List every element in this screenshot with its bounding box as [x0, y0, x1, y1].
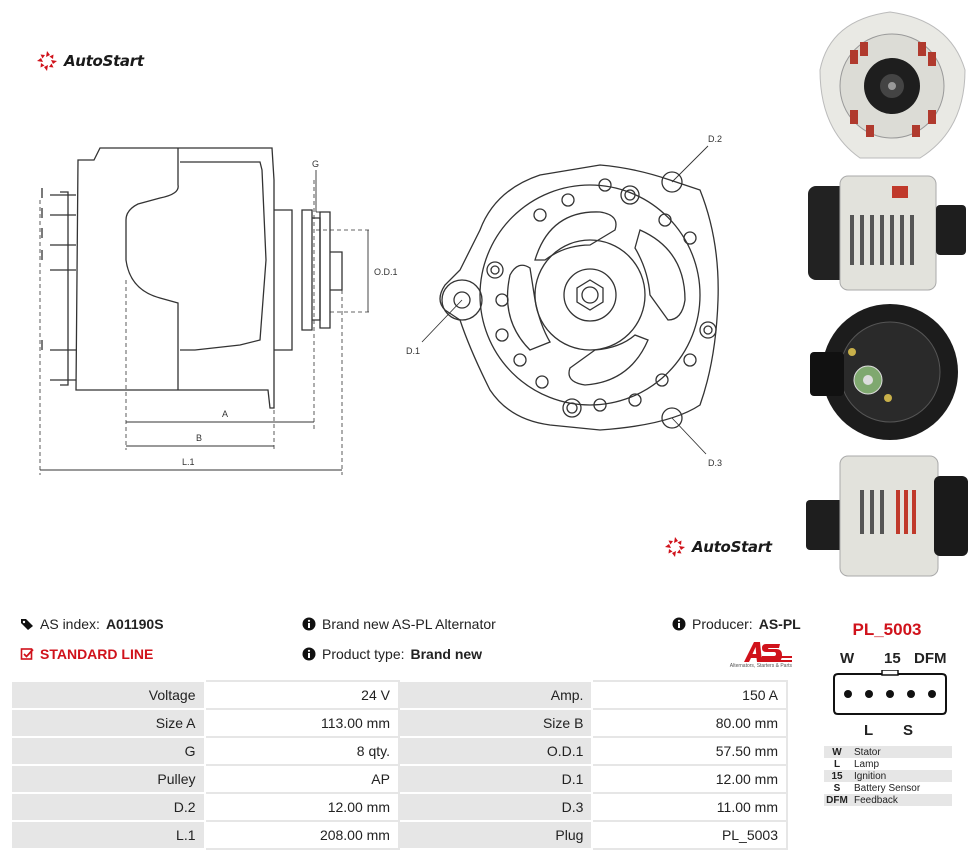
product-type: Product type: Brand new [302, 646, 482, 662]
spec-key: Pulley [10, 764, 206, 794]
table-row: Size A 113.00 mm Size B 80.00 mm [10, 708, 788, 738]
spec-key: Amp. [397, 680, 594, 710]
as-pl-logo: Alternators, Starters & Parts [716, 640, 792, 672]
front-view-drawing: D.2 D.1 D.3 [406, 134, 722, 468]
label-d1: D.1 [406, 346, 420, 356]
spec-value: 150 A [591, 680, 788, 710]
spec-value: AP [203, 764, 400, 794]
as-pl-logo-icon [744, 642, 792, 662]
spec-value: 24 V [203, 680, 400, 710]
spec-value: 8 qty. [203, 736, 400, 766]
standard-line: STANDARD LINE [20, 646, 153, 662]
info-icon [672, 617, 686, 631]
tag-icon [21, 619, 33, 630]
label-d2: D.2 [708, 134, 722, 144]
pin-dfm-label: DFM [914, 650, 947, 667]
photo-side [808, 175, 966, 291]
label-a: A [222, 409, 228, 419]
spec-key: O.D.1 [397, 736, 594, 766]
spec-key: Size B [397, 708, 594, 738]
spec-value: PL_5003 [591, 820, 788, 850]
spec-key: L.1 [10, 820, 206, 850]
brand-new-text: Brand new AS-PL Alternator [322, 616, 496, 632]
table-row: D.2 12.00 mm D.3 11.00 mm [10, 792, 788, 822]
table-row: Pulley AP D.1 12.00 mm [10, 764, 788, 794]
pin-15-label: 15 [884, 650, 901, 667]
producer: Producer: AS-PL [672, 616, 801, 632]
producer-label: Producer: [692, 616, 753, 632]
spec-value: 12.00 mm [203, 792, 400, 822]
photo-front [819, 11, 966, 159]
spec-key: D.1 [397, 764, 594, 794]
producer-value: AS-PL [758, 616, 801, 632]
spec-table: Voltage 24 V Amp. 150 A Size A 113.00 mm… [10, 680, 788, 850]
pin-w-label: W [840, 650, 855, 667]
spec-value: 57.50 mm [591, 736, 788, 766]
pin-l-label: L [864, 722, 874, 739]
spec-value: 11.00 mm [591, 792, 788, 822]
photo-rear [810, 304, 958, 440]
product-type-value: Brand new [410, 646, 483, 662]
spec-key: D.2 [10, 792, 206, 822]
standard-line-label: STANDARD LINE [40, 646, 154, 662]
label-b: B [196, 433, 202, 443]
spec-key: Plug [397, 820, 594, 850]
spec-key: Voltage [10, 680, 206, 710]
spec-key: D.3 [397, 792, 594, 822]
as-index-value: A01190S [105, 616, 164, 632]
autostart-logo-icon [665, 537, 685, 557]
plug-connector-diagram [833, 670, 947, 715]
brand-name: AutoStart [64, 52, 144, 70]
brand-new-info: Brand new AS-PL Alternator [302, 616, 496, 632]
table-row: Voltage 24 V Amp. 150 A [10, 680, 788, 710]
plug-code: PL_5003 [852, 620, 922, 639]
spec-value: 12.00 mm [591, 764, 788, 794]
as-pl-tagline: Alternators, Starters & Parts [729, 663, 792, 669]
brand-logo-bottom: AutoStart [664, 536, 772, 558]
info-icon [302, 617, 316, 631]
product-photos [806, 11, 968, 577]
as-index: AS index: A01190S [20, 616, 164, 632]
brand-name: AutoStart [692, 538, 772, 556]
spec-key: Size A [10, 708, 206, 738]
brand-logo-top: AutoStart [36, 50, 144, 72]
product-type-label: Product type: [322, 646, 405, 662]
label-od1: O.D.1 [374, 267, 398, 277]
label-g: G [312, 159, 319, 169]
spec-key: G [10, 736, 206, 766]
info-icon [302, 647, 316, 661]
as-index-label: AS index: [40, 616, 100, 632]
side-view-drawing: G O.D.1 A B L.1 [39, 147, 398, 475]
table-row: G 8 qty. O.D.1 57.50 mm [10, 736, 788, 766]
table-row: L.1 208.00 mm Plug PL_5003 [10, 820, 788, 850]
autostart-logo-icon [37, 51, 57, 71]
label-l1: L.1 [182, 457, 195, 467]
photo-side-2 [806, 455, 968, 577]
checkbox-icon [20, 648, 34, 660]
spec-value: 80.00 mm [591, 708, 788, 738]
spec-value: 208.00 mm [203, 820, 400, 850]
label-d3: D.3 [708, 458, 722, 468]
spec-value: 113.00 mm [203, 708, 400, 738]
pin-s-label: S [903, 722, 914, 739]
